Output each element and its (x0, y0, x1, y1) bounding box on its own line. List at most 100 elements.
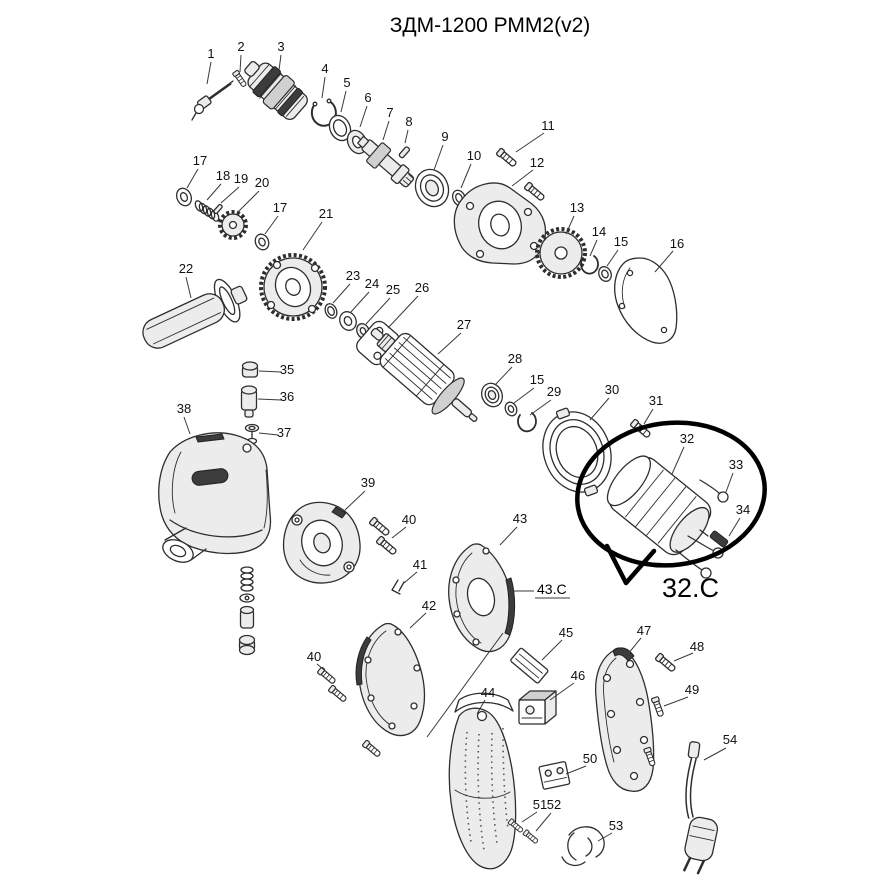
leader-line (663, 696, 689, 707)
circled-group-label: 32.C (662, 573, 719, 603)
leader-line (257, 398, 282, 401)
part-plate-45 (510, 647, 549, 684)
hand-drawn-circle-marker (575, 420, 767, 586)
part-brush-34 (699, 529, 729, 548)
part-number-label: 37 (277, 425, 291, 440)
part-pin-8 (398, 146, 411, 159)
leader-line (521, 811, 538, 823)
leader-line (382, 120, 390, 141)
part-switch-46 (518, 690, 557, 725)
group-label-43c: 43.C (512, 581, 570, 599)
part-bearing-shield-30 (542, 407, 612, 497)
part-number-label: 52 (547, 797, 561, 812)
leader-line (433, 144, 444, 171)
part-number-label: 17 (193, 153, 207, 168)
part-number-label: 25 (386, 282, 400, 297)
leader-line (206, 61, 212, 85)
part-wire-loop-33 (699, 479, 729, 503)
part-handle-grip-44 (448, 692, 517, 870)
part-number-label: 44 (481, 685, 495, 700)
leader-line (703, 747, 727, 761)
part-number-label: 35 (280, 362, 294, 377)
part-number-label: 27 (457, 317, 471, 332)
part-screw-40d (327, 684, 349, 704)
leader-line (565, 765, 587, 775)
part-pin-19 (213, 203, 223, 215)
part-number-label: 51 (533, 797, 547, 812)
part-number-label: 8 (405, 114, 412, 129)
leader-line (359, 105, 368, 128)
part-number-label: 47 (637, 623, 651, 638)
part-number-label: 54 (723, 732, 737, 747)
part-circlip-29 (517, 412, 537, 433)
part-number-label: 6 (364, 90, 371, 105)
part-motor-housing-38 (158, 432, 272, 563)
page-title: ЗДМ-1200 РММ2(v2) (390, 14, 591, 37)
leader-line (597, 832, 613, 842)
part-number-label: 38 (177, 401, 191, 416)
leader-line (725, 472, 734, 493)
part-side-handle (142, 278, 248, 349)
part-bearing-17b (254, 233, 270, 251)
part-gear-case-plate (453, 182, 547, 265)
part-number-label: 48 (690, 639, 704, 654)
part-number-label: 2 (237, 39, 244, 54)
part-housing-shell-right-43 (448, 543, 516, 653)
part-number-label: 16 (670, 236, 684, 251)
part-number-label: 32 (680, 431, 694, 446)
part-number-label: 21 (319, 206, 333, 221)
part-power-cord-54 (683, 741, 719, 875)
leader-line (332, 283, 351, 304)
part-number-label: 24 (365, 276, 379, 291)
part-screw-49 (650, 695, 666, 718)
leader-line (321, 76, 326, 99)
part-screw-40c (316, 666, 338, 686)
part-number-label: 53 (609, 818, 623, 833)
part-number-label: 50 (583, 751, 597, 766)
part-number-label: 14 (592, 224, 606, 239)
part-terminal-block-50 (538, 761, 571, 790)
leader-line (206, 183, 222, 201)
leader-line (549, 682, 575, 701)
part-circlip-14 (580, 255, 599, 275)
part-gear-20 (218, 210, 248, 240)
leader-line (344, 490, 366, 511)
leader-line (513, 387, 535, 404)
part-spring-washer-stack (238, 566, 256, 656)
leader-line (404, 129, 409, 144)
leader-line (349, 291, 370, 314)
part-number-label: 7 (386, 105, 393, 120)
part-number-label: 4 (321, 61, 328, 76)
part-ring-23 (324, 303, 338, 319)
part-ring-15 (598, 266, 612, 282)
part-ring-15b (504, 401, 518, 417)
leader-line (183, 416, 191, 435)
part-number-label: 12 (530, 155, 544, 170)
part-number-label: 3 (277, 39, 284, 54)
part-cord-clamp-53 (561, 826, 605, 867)
leader-line (589, 397, 610, 421)
part-number-label: 26 (415, 280, 429, 295)
part-screw-11 (495, 147, 519, 169)
group-label-32c: 32.C (662, 573, 719, 603)
part-gear-flange-21 (259, 253, 327, 321)
leader-line (186, 168, 199, 189)
leader-line (387, 295, 419, 329)
part-number-label: 41 (413, 557, 427, 572)
leader-line (239, 54, 242, 73)
part-sleeve-36 (240, 385, 258, 418)
part-bearing-24 (339, 311, 357, 331)
part-number-label: 45 (559, 625, 573, 640)
underlined-group-label: 43.C (537, 581, 567, 597)
part-number-label: 33 (729, 457, 743, 472)
part-number-label: 36 (280, 389, 294, 404)
part-number-label: 34 (736, 502, 750, 517)
leader-line (535, 812, 552, 832)
leader-line-long (426, 632, 504, 738)
part-number-label: 9 (441, 129, 448, 144)
leader-line (589, 239, 598, 257)
part-cap-35 (241, 361, 259, 378)
part-bearing-9 (414, 168, 450, 208)
